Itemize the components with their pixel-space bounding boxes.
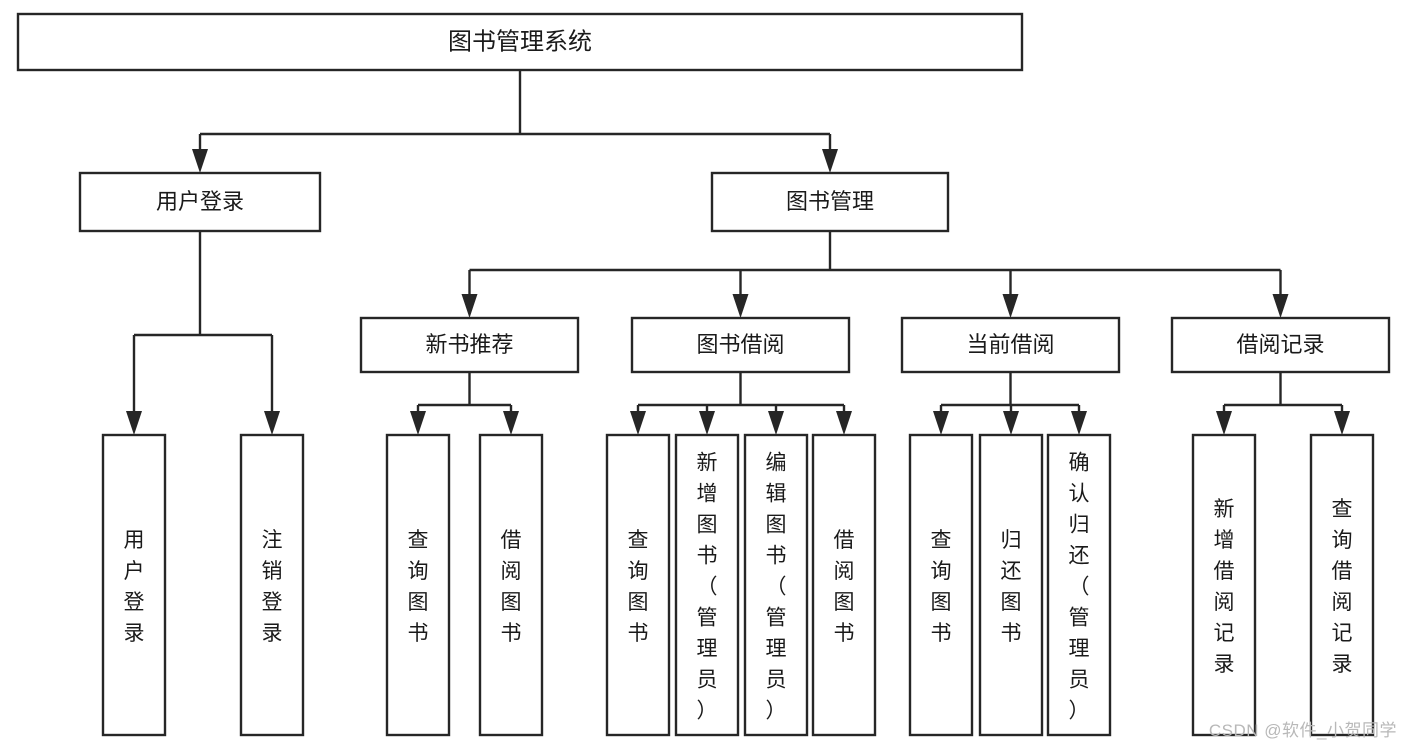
arrow-head-icon [699,411,715,435]
node-leaf-query-record-label: 查询借阅记录 [1332,498,1353,676]
node-leaf-query-book-2[interactable]: 查询图书 [605,433,671,737]
node-leaf-borrow-book-1-label: 借阅图书 [501,529,522,645]
node-leaf-user-login-box[interactable] [101,433,167,737]
node-leaf-query-book-2-box[interactable] [605,433,671,737]
arrow-head-icon [461,294,478,318]
node-new-book-recommend-box[interactable] [359,316,580,374]
arrow-head-icon [192,149,208,173]
arrow-head-icon [630,411,646,435]
node-leaf-add-record[interactable]: 新增借阅记录 [1191,433,1257,737]
node-leaf-user-logout-label: 注销登录 [262,529,283,645]
node-leaf-query-book-3-box[interactable] [908,433,974,737]
arrow-head-icon [933,411,949,435]
node-leaf-return-book[interactable]: 归还图书 [978,433,1044,737]
arrow-head-icon [1071,411,1087,435]
arrow-head-icon [768,411,784,435]
node-user-login[interactable]: 用户登录 [78,171,322,233]
node-leaf-edit-book[interactable]: 编辑图书（管理员） [743,433,809,737]
node-leaf-return-book-label: 归还图书 [1001,529,1022,645]
arrow-head-icon [732,294,749,318]
node-leaf-query-book-3[interactable]: 查询图书 [908,433,974,737]
node-leaf-user-login[interactable]: 用户登录 [101,433,167,737]
node-leaf-return-book-box[interactable] [978,433,1044,737]
node-leaf-query-book-3-label: 查询图书 [931,529,952,645]
arrow-head-icon [1334,411,1350,435]
node-leaf-query-book-1[interactable]: 查询图书 [385,433,451,737]
arrow-head-icon [1002,294,1019,318]
node-book-manage[interactable]: 图书管理 [710,171,950,233]
node-book-manage-label: 图书管理 [786,189,874,214]
node-book-borrow-label: 图书借阅 [696,332,784,357]
node-current-borrow-label: 当前借阅 [966,332,1054,357]
node-new-book-recommend-label: 新书推荐 [425,332,513,357]
arrow-head-icon [410,411,426,435]
node-layer: 图书管理系统用户登录图书管理新书推荐图书借阅当前借阅借阅记录用户登录注销登录查询… [16,12,1391,737]
node-leaf-borrow-book-1-box[interactable] [478,433,544,737]
node-user-login-box[interactable] [78,171,322,233]
node-leaf-query-record[interactable]: 查询借阅记录 [1309,433,1375,737]
node-leaf-query-book-2-label: 查询图书 [628,529,649,645]
node-leaf-borrow-book-2-label: 借阅图书 [834,529,855,645]
node-leaf-add-book-label: 新增图书（管理员） [697,452,718,723]
node-leaf-query-record-box[interactable] [1309,433,1375,737]
arrow-head-icon [836,411,852,435]
node-book-borrow-box[interactable] [630,316,851,374]
node-root-图书管理系统-box[interactable] [16,12,1024,72]
node-leaf-add-record-box[interactable] [1191,433,1257,737]
node-leaf-query-book-1-label: 查询图书 [408,529,429,645]
node-leaf-confirm-return[interactable]: 确认归还（管理员） [1046,433,1112,737]
arrow-head-icon [126,411,142,435]
arrow-head-icon [1216,411,1232,435]
node-root-图书管理系统[interactable]: 图书管理系统 [16,12,1024,72]
node-leaf-user-login-label: 用户登录 [124,529,145,645]
node-leaf-edit-book-label: 编辑图书（管理员） [766,452,787,723]
node-new-book-recommend[interactable]: 新书推荐 [359,316,580,374]
arrow-head-icon [1003,411,1019,435]
node-leaf-add-record-label: 新增借阅记录 [1214,498,1235,676]
node-leaf-borrow-book-1[interactable]: 借阅图书 [478,433,544,737]
node-leaf-confirm-return-label: 确认归还（管理员） [1069,452,1090,723]
csdn-watermark: CSDN @软件_小贺同学 [1208,721,1397,740]
node-leaf-query-book-1-box[interactable] [385,433,451,737]
arrow-head-icon [1272,294,1289,318]
node-root-图书管理系统-label: 图书管理系统 [448,28,592,55]
arrow-head-icon [264,411,280,435]
node-leaf-confirm-return-box[interactable] [1046,433,1112,737]
node-borrow-record-label: 借阅记录 [1236,332,1324,357]
node-leaf-borrow-book-2[interactable]: 借阅图书 [811,433,877,737]
node-book-borrow[interactable]: 图书借阅 [630,316,851,374]
node-borrow-record[interactable]: 借阅记录 [1170,316,1391,374]
arrow-head-icon [503,411,519,435]
node-leaf-edit-book-box[interactable] [743,433,809,737]
node-current-borrow-box[interactable] [900,316,1121,374]
arrow-head-icon [822,149,838,173]
node-leaf-add-book[interactable]: 新增图书（管理员） [674,433,740,737]
node-borrow-record-box[interactable] [1170,316,1391,374]
node-user-login-label: 用户登录 [156,189,244,214]
node-current-borrow[interactable]: 当前借阅 [900,316,1121,374]
node-book-manage-box[interactable] [710,171,950,233]
connector-layer [126,70,1350,435]
node-leaf-user-logout-box[interactable] [239,433,305,737]
node-leaf-borrow-book-2-box[interactable] [811,433,877,737]
node-leaf-add-book-box[interactable] [674,433,740,737]
node-leaf-user-logout[interactable]: 注销登录 [239,433,305,737]
